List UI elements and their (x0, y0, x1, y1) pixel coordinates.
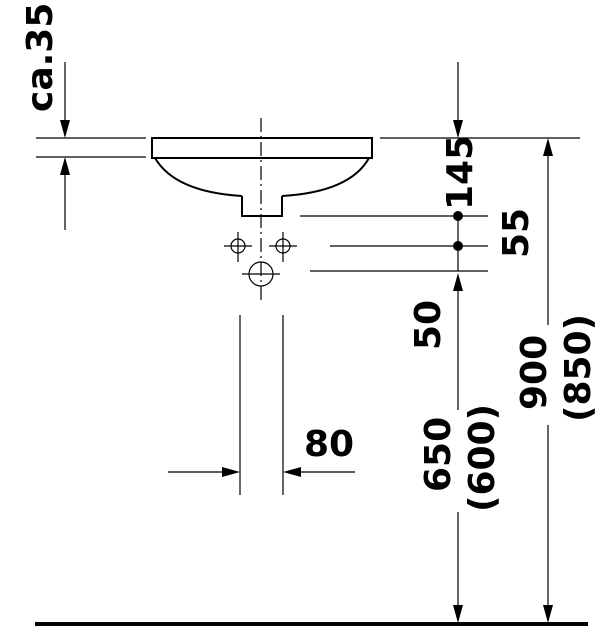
basin-rim (151, 137, 373, 159)
supply-height-arrow-top (453, 273, 463, 291)
rim-height-arrow-top (543, 138, 553, 156)
rim-height-arrow-bottom (543, 605, 553, 623)
supply-spacing-dimension (168, 315, 355, 495)
rim-height-label: 900 (514, 335, 555, 410)
waste-to-supply-label: 55 (496, 208, 537, 258)
supply-height-label: 650 (418, 417, 459, 492)
spacing-arrow-left (222, 467, 240, 477)
basin-bowl (154, 157, 370, 197)
supply-height-alt-label: (600) (462, 404, 503, 512)
supply-gap-label: 50 (408, 300, 449, 350)
rim-to-waste-label: 145 (440, 135, 481, 210)
rim-height-alt-label: (850) (558, 314, 599, 422)
waste-dot (453, 211, 463, 221)
depth-label: ca.35 (20, 3, 61, 112)
depth-arrow-top (60, 120, 70, 138)
drain-outlet (241, 196, 283, 217)
depth-arrow-bottom (60, 157, 70, 175)
depth-dimension (36, 62, 146, 230)
rim-arrow (453, 120, 463, 138)
spacing-arrow-right (283, 467, 301, 477)
water-supply-left-symbol (224, 232, 252, 262)
supply-height-arrow-bottom (453, 605, 463, 623)
waste-connection-symbol (242, 261, 280, 287)
basin-outline (151, 137, 373, 217)
water-supply-right-symbol (269, 232, 297, 262)
supply-dot (453, 241, 463, 251)
supply-spacing-label: 80 (304, 424, 354, 465)
